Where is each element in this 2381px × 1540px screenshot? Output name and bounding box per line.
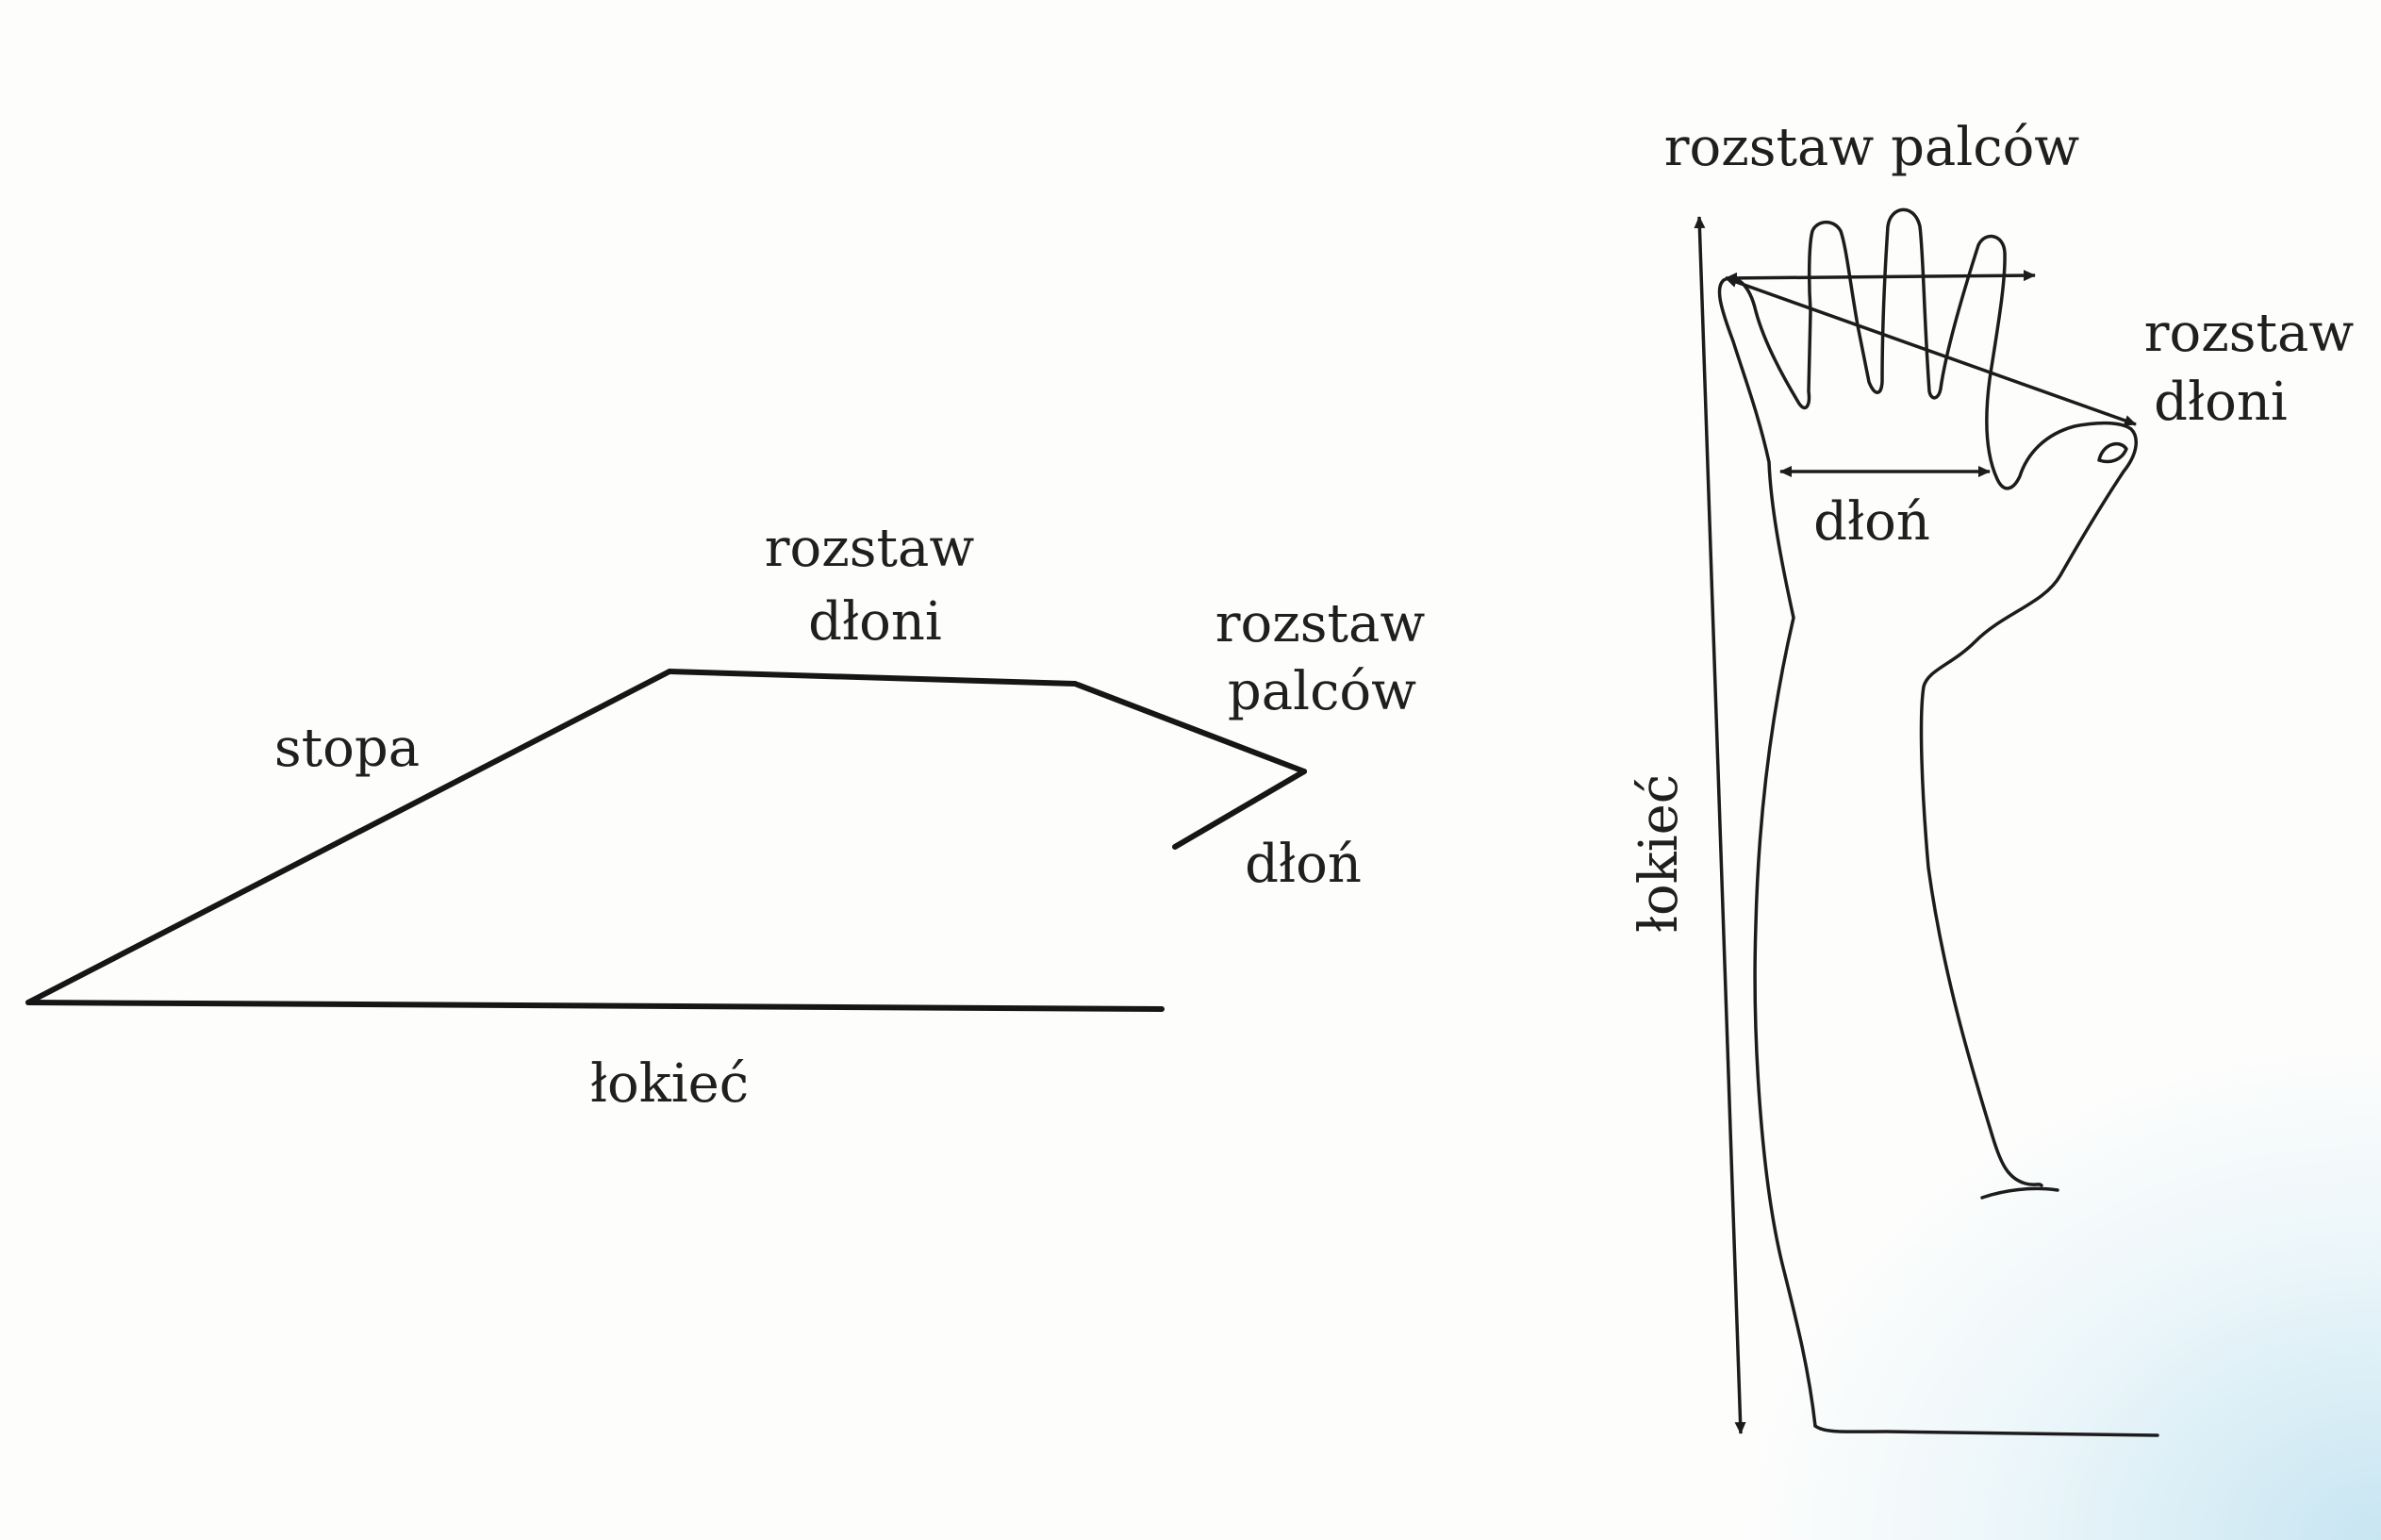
label-rozstaw-dloni-2: dłoni bbox=[808, 591, 942, 653]
thumbnail-mark bbox=[2097, 441, 2128, 464]
lokiec-segment bbox=[25, 1000, 1165, 1012]
label-dlon: dłoń bbox=[1245, 834, 1362, 895]
label-rozstaw-dloni-2: dłoni bbox=[2154, 372, 2288, 433]
forearm-hand-outline bbox=[1717, 207, 2138, 1428]
dlon-segment bbox=[1172, 769, 1307, 850]
wrist-crease bbox=[1980, 1186, 2059, 1200]
label-lokiec: łokieć bbox=[590, 1053, 749, 1115]
label-rozstaw-palcow: rozstaw palców bbox=[1664, 117, 2080, 178]
label-rozstaw-dloni-1: rozstaw bbox=[765, 518, 975, 579]
stopa-segment bbox=[25, 669, 672, 1005]
label-stopa: stopa bbox=[274, 718, 420, 779]
label-rozstaw-palcow-1: rozstaw bbox=[1215, 593, 1426, 654]
lokiec-arrow bbox=[1694, 216, 1746, 1434]
rozstaw-palcow-segment bbox=[1072, 681, 1307, 774]
label-rozstaw-palcow-2: palców bbox=[1228, 661, 1416, 722]
elbow-line bbox=[1813, 1424, 2159, 1437]
left-proportion-diagram: stopa rozstaw dłoni rozstaw palców dłoń … bbox=[25, 518, 1426, 1115]
rozstaw-dloni-segment bbox=[667, 669, 1078, 687]
right-forearm-diagram: rozstaw palców rozstaw dłoni dłoń łokieć bbox=[1629, 117, 2355, 1437]
label-lokiec: łokieć bbox=[1629, 774, 1690, 933]
label-dlon: dłoń bbox=[1813, 491, 1930, 553]
label-rozstaw-dloni-1: rozstaw bbox=[2144, 303, 2355, 364]
rozstaw-palcow-arrow bbox=[1725, 270, 2036, 284]
rozstaw-dloni-arrow bbox=[1725, 276, 2137, 426]
